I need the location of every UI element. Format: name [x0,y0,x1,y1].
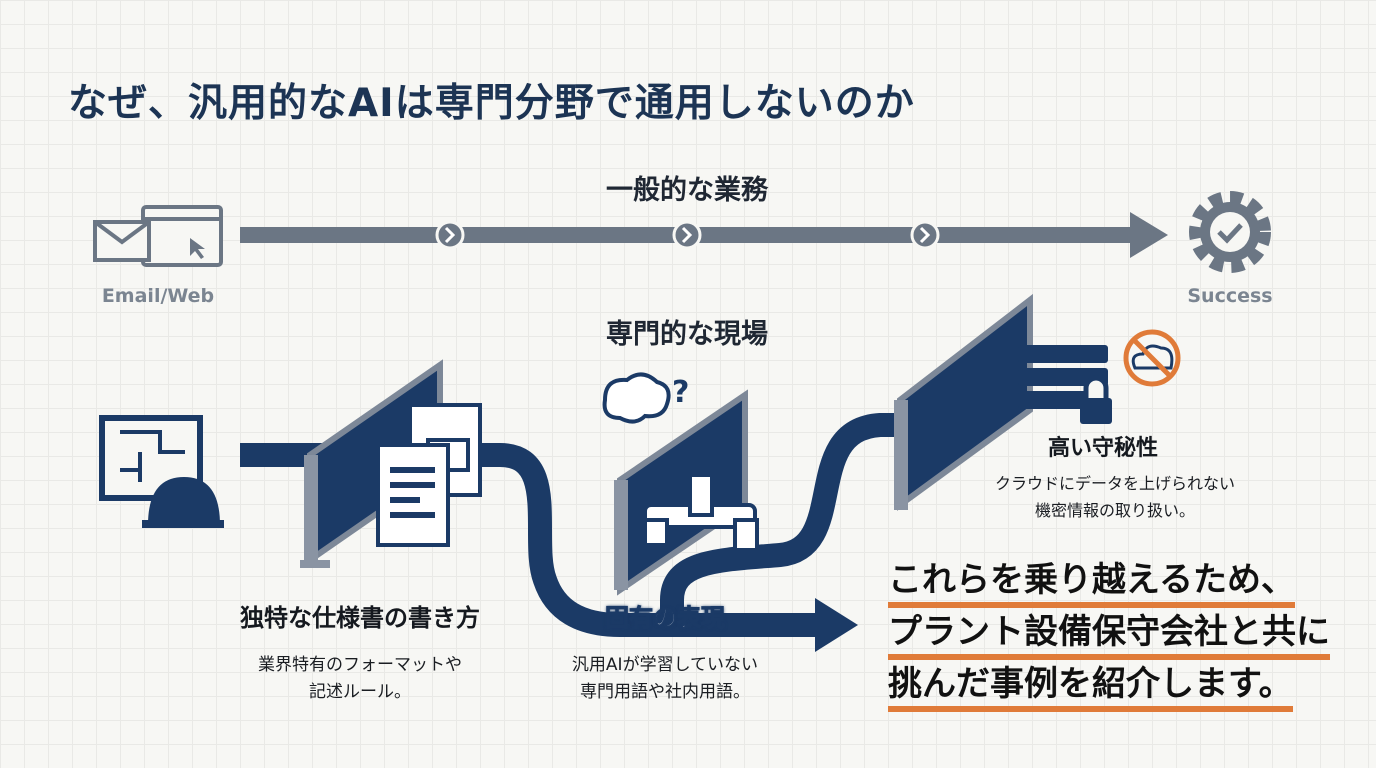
email-web-icon [93,205,223,267]
obstacle-desc: 汎用AIが学習していない 専門用語や社内用語。 [572,652,758,706]
obstacle-desc: クラウドにデータを上げられない 機密情報の取り扱い。 [995,470,1235,524]
wall-obstacle [894,293,1033,511]
obstacle-desc-line: 記述ルール。 [309,682,411,702]
conclusion-line: プラント設備保守会社と共に [888,610,1330,660]
chevron-step-icon [910,220,940,250]
obstacle-desc-line: 汎用AIが学習していない [571,655,759,675]
obstacle-desc-line: クラウドにデータを上げられない [994,474,1236,493]
obstacle-title: 高い守秘性 [1047,436,1159,461]
conclusion-line: これらを乗り越えるため、 [888,558,1295,608]
pipe-valve-icon [643,467,759,552]
obstacle-desc-line: 機密情報の取り扱い。 [1034,501,1196,520]
conclusion-line: 挑んだ事例を紹介します。 [888,662,1293,712]
general-flow-arrow [240,212,1168,258]
obstacle-desc-line: 業界特有のフォーマットや [258,655,462,675]
blueprint-helmet-icon [99,415,224,528]
general-heading: 一般的な業務 [606,175,768,206]
gear-check-icon [1189,191,1271,273]
obstacle-title: 独特な仕様書の書き方 [240,604,480,632]
specialized-heading: 専門的な現場 [606,319,768,350]
documents-icon [376,403,482,547]
svg-text:?: ? [672,375,689,410]
specialized-flow-path [240,413,930,637]
brain-question-icon: ? [602,372,689,424]
page-title: なぜ、汎用的なAIは専門分野で通用しないのか [68,81,915,126]
no-cloud-icon [1123,329,1181,387]
specialized-arrowhead [815,598,858,652]
success-label: Success [1187,285,1273,307]
obstacle-title: 固有の表現 [605,604,726,633]
chevron-step-icon [672,220,702,250]
email-web-label: Email/Web [101,285,215,307]
server-lock-icon [1018,345,1112,424]
obstacle-desc-line: 専門用語や社内用語。 [579,682,750,702]
chevron-step-icon [435,220,465,250]
obstacle-desc: 業界特有のフォーマットや 記述ルール。 [258,652,462,706]
